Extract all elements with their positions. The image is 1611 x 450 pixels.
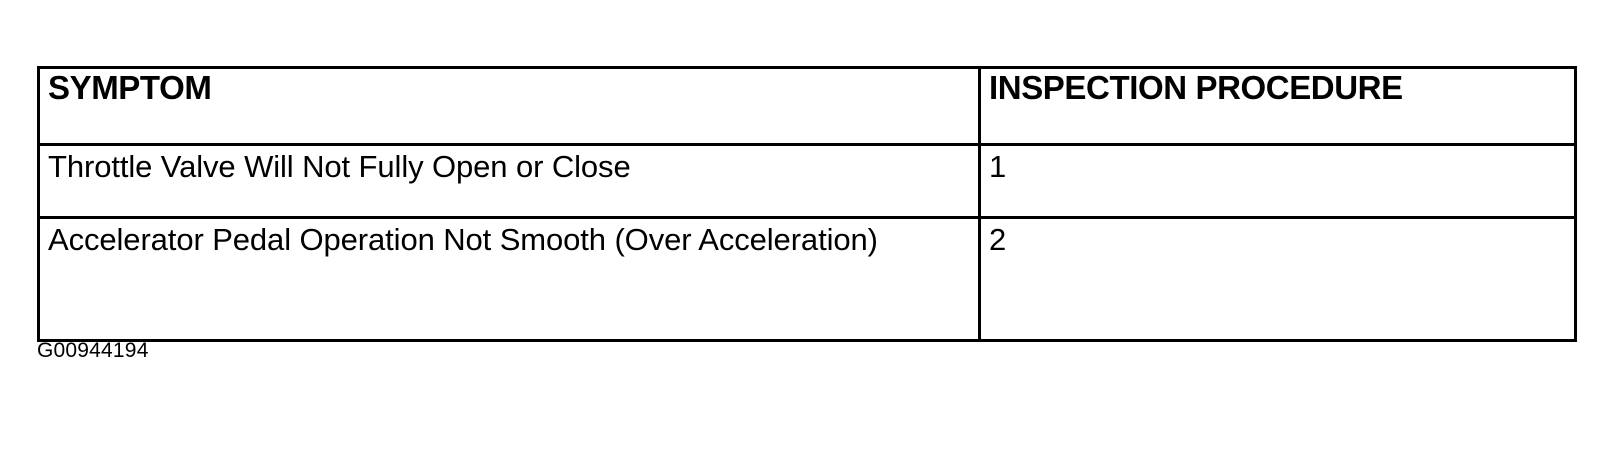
table-header: SYMPTOM INSPECTION PROCEDURE — [37, 66, 1577, 146]
table-row: Accelerator Pedal Operation Not Smooth (… — [37, 216, 1577, 342]
cell-symptom-1: Throttle Valve Will Not Fully Open or Cl… — [37, 143, 981, 219]
table-row: Throttle Valve Will Not Fully Open or Cl… — [37, 143, 1577, 219]
column-header-symptom: SYMPTOM — [37, 66, 981, 146]
table-body: Throttle Valve Will Not Fully Open or Cl… — [37, 143, 1577, 342]
column-header-inspection-procedure: INSPECTION PROCEDURE — [978, 66, 1577, 146]
figure-caption: G00944194 — [37, 339, 149, 362]
cell-procedure-2: 2 — [978, 216, 1577, 342]
cell-procedure-1: 1 — [978, 143, 1577, 219]
symptom-inspection-table: SYMPTOM INSPECTION PROCEDURE Throttle Va… — [37, 66, 1577, 342]
cell-symptom-2: Accelerator Pedal Operation Not Smooth (… — [37, 216, 981, 342]
table-header-row: SYMPTOM INSPECTION PROCEDURE — [37, 66, 1577, 146]
